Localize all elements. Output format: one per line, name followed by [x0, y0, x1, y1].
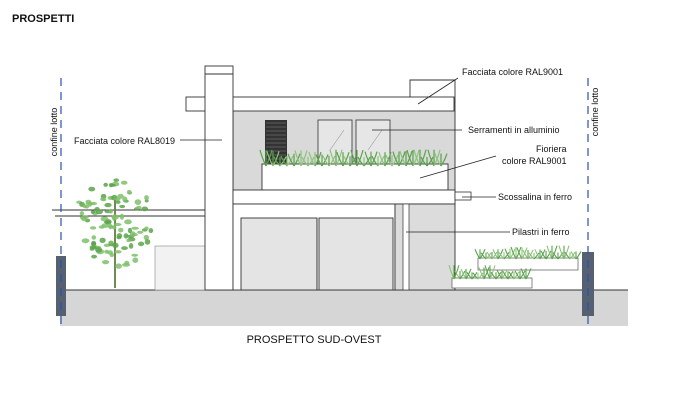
leaf [131, 253, 138, 257]
leaf [121, 246, 128, 251]
leaf [91, 235, 97, 240]
leaf [84, 204, 90, 209]
leaf [88, 186, 96, 192]
leaf [81, 217, 88, 222]
leaf [148, 228, 154, 234]
leaf [100, 193, 107, 199]
leaf [79, 211, 85, 216]
leaf [108, 240, 114, 244]
planter [259, 149, 449, 191]
leaf [115, 263, 122, 269]
fence-left [55, 209, 206, 291]
leaf [118, 227, 124, 233]
leaf [130, 231, 136, 237]
leaf [98, 225, 105, 229]
leaf [89, 247, 95, 251]
leaf [108, 208, 114, 214]
tower-left [204, 65, 234, 291]
label-facciata-ral8019: Facciata colore RAL8019 [74, 136, 175, 146]
page-title: PROSPETTI [12, 13, 74, 25]
leaf [126, 238, 131, 243]
ground-floor [232, 203, 456, 291]
leaf [117, 193, 124, 199]
leaf [131, 226, 139, 230]
label-serramenti: Serramenti in alluminio [468, 125, 560, 135]
boundary-post-right [582, 252, 594, 316]
leaf [114, 197, 121, 201]
leaf [91, 254, 97, 259]
annotation-leaders [180, 77, 510, 233]
leaf [114, 250, 122, 254]
leaf [85, 199, 92, 204]
leaf [136, 205, 142, 210]
leaf [104, 220, 111, 224]
leaf [116, 233, 123, 239]
planter-plants [259, 149, 448, 167]
leaf [113, 222, 122, 227]
leaf [109, 183, 116, 187]
leaf [124, 219, 132, 225]
leaf [104, 202, 112, 208]
leaf [134, 199, 142, 206]
leaf [112, 215, 116, 221]
label-facciata-ral9001: Facciata colore RAL9001 [462, 67, 563, 77]
boundary-label-left: confine lotto [49, 108, 59, 157]
leaf [137, 230, 144, 234]
leaf [108, 223, 113, 230]
leaf [122, 196, 128, 203]
leaf [144, 239, 151, 245]
leaf [95, 209, 103, 215]
leaf [120, 180, 128, 185]
leaf [144, 195, 149, 201]
leaf [119, 213, 125, 220]
leaf [119, 204, 126, 209]
drawing-caption: PROSPETTO SUD-OVEST [247, 334, 382, 346]
garden-plants [448, 245, 582, 280]
label-fioriera-line2: colore RAL9001 [502, 156, 567, 166]
leaf [127, 191, 133, 195]
tree-left [76, 178, 154, 288]
leaf [101, 197, 107, 202]
leaf [123, 233, 129, 239]
leaf [143, 234, 149, 241]
leaf [113, 178, 119, 182]
leaf [144, 226, 149, 230]
leaf [122, 263, 130, 267]
leaf [90, 210, 95, 214]
leaf [112, 242, 119, 248]
label-fioriera-line1: Fioriera [536, 144, 567, 154]
shutter-slats [266, 122, 286, 164]
leaf [115, 200, 121, 204]
leaf [109, 252, 115, 258]
leaf [89, 226, 97, 230]
label-pilastri: Pilastri in ferro [512, 227, 570, 237]
ground [60, 289, 628, 326]
slab-scossalina [232, 189, 472, 205]
leaf [102, 260, 110, 265]
leaf [138, 241, 145, 247]
leaf [141, 206, 149, 212]
leaf [103, 182, 108, 187]
leaf [128, 243, 134, 249]
leaf [81, 238, 90, 244]
leaf [132, 257, 139, 264]
label-scossalina: Scossalina in ferro [498, 192, 572, 202]
tree-canopy [76, 178, 154, 269]
leaf [95, 247, 103, 253]
leaf [127, 227, 132, 234]
boundary-label-right: confine lotto [590, 88, 600, 137]
leaf [104, 249, 109, 254]
garden-planters-right [448, 245, 582, 289]
leaf [100, 216, 109, 222]
leaf [99, 237, 106, 243]
